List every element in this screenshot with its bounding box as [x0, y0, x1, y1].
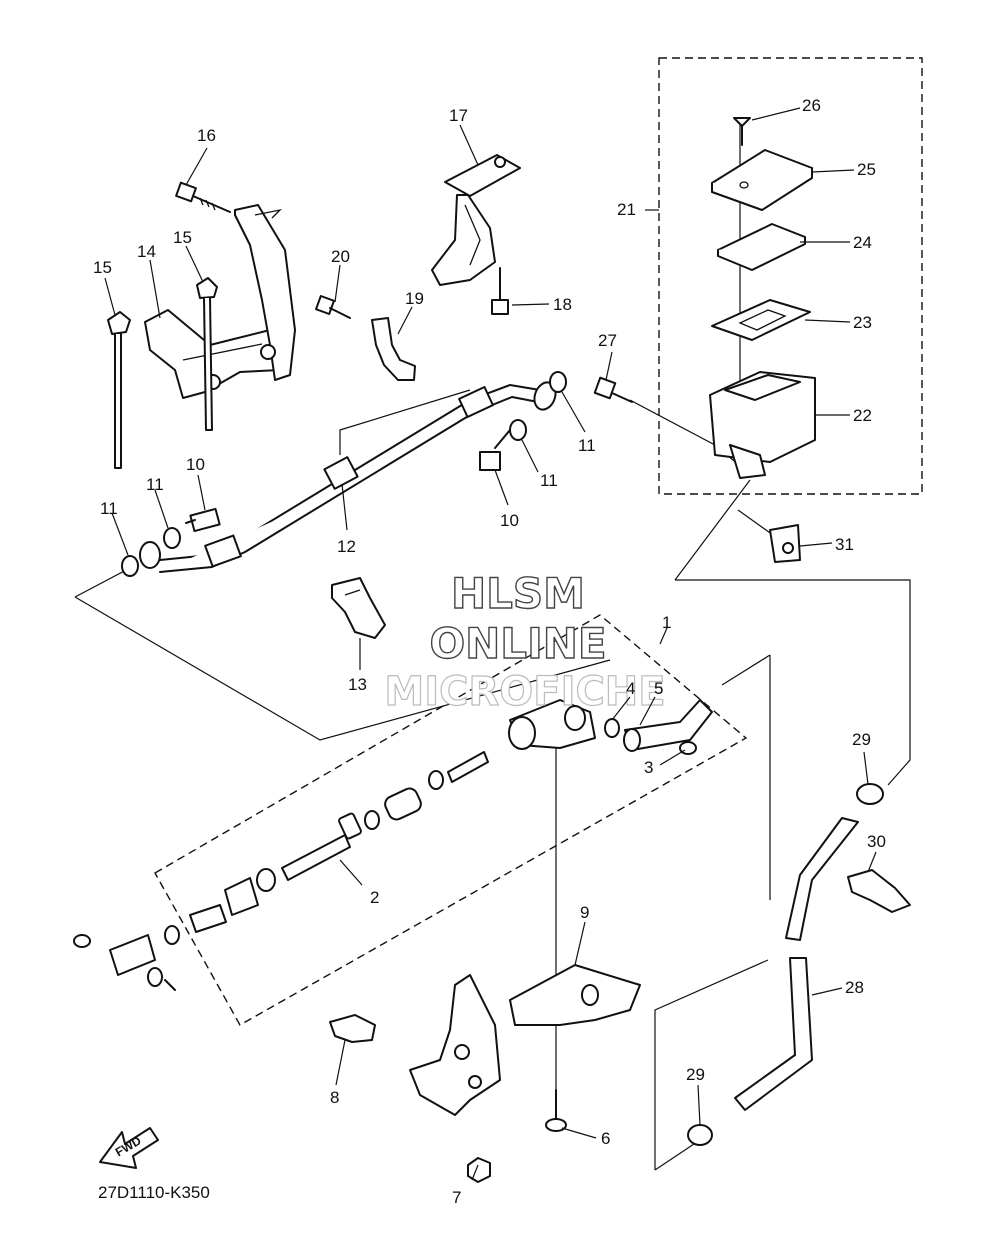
- callout-23: 23: [853, 313, 872, 332]
- brake-hose: [139, 381, 557, 573]
- union-bolts-10: [185, 429, 511, 533]
- callout-15a: 15: [93, 258, 112, 277]
- bolt-6: [545, 1089, 567, 1132]
- clevis: [73, 925, 180, 991]
- callout-6: 6: [601, 1129, 610, 1148]
- holder-13: [331, 577, 386, 639]
- callout-8: 8: [330, 1088, 339, 1107]
- callout-17: 17: [449, 106, 468, 125]
- diagram-code: 27D1110-K350: [98, 1183, 210, 1202]
- callout-20: 20: [331, 247, 350, 266]
- grommet-12: [323, 456, 359, 490]
- callout-11b: 11: [146, 475, 164, 494]
- watermark-line2: ONLINE: [429, 619, 606, 668]
- callout-25: 25: [857, 160, 876, 179]
- callout-27: 27: [598, 331, 617, 350]
- clamp-29b: [687, 1124, 713, 1146]
- callout-26: 26: [802, 96, 821, 115]
- reservoir-22: [709, 371, 816, 479]
- bracket-assembly: [144, 204, 296, 399]
- cable-tie-15a: [107, 311, 131, 469]
- callout-22: 22: [853, 406, 872, 425]
- callout-31: 31: [835, 535, 854, 554]
- callout-7: 7: [452, 1188, 461, 1207]
- cap-25: [711, 149, 813, 211]
- callout-13: 13: [348, 675, 367, 694]
- clamp-19: [371, 317, 416, 381]
- o-ring-4: [604, 718, 620, 738]
- callout-10a: 10: [186, 455, 205, 474]
- callout-21: 21: [617, 200, 636, 219]
- screw-26: [733, 117, 751, 146]
- washers-11: [121, 371, 567, 577]
- callout-11d: 11: [578, 436, 596, 455]
- callout-16: 16: [197, 126, 216, 145]
- callout-19: 19: [405, 289, 424, 308]
- callout-24: 24: [853, 233, 872, 252]
- nut-7: [467, 1157, 491, 1183]
- callout-29b: 29: [686, 1065, 705, 1084]
- watermark-line3: MICROFICHE: [384, 669, 665, 715]
- callout-5: 5: [654, 679, 663, 698]
- callout-9: 9: [580, 903, 589, 922]
- callout-3: 3: [644, 758, 653, 777]
- callout-leaders: [104, 107, 877, 1181]
- bolt-20: [315, 295, 351, 319]
- callout-30: 30: [867, 832, 886, 851]
- piston-kit-2: [189, 751, 489, 933]
- callout-12: 12: [337, 537, 356, 556]
- callout-14: 14: [137, 242, 156, 261]
- bolt-27: [593, 376, 633, 403]
- callout-2: 2: [370, 888, 379, 907]
- bolt-18: [491, 267, 509, 315]
- callout-1: 1: [662, 613, 671, 632]
- bolt-16: [175, 181, 231, 213]
- reservoir-group-box: [658, 57, 923, 495]
- hose-joint-5: [623, 699, 713, 752]
- diaphragm-23: [711, 299, 811, 341]
- callout-4: 4: [626, 679, 635, 698]
- watermark-line1: HLSM: [451, 569, 585, 618]
- master-cylinder-group-box: [154, 614, 748, 1026]
- callout-18: 18: [553, 295, 572, 314]
- callout-29a: 29: [852, 730, 871, 749]
- clamp-29a: [856, 783, 884, 805]
- clip-31: [769, 524, 801, 563]
- plate-24: [717, 223, 806, 271]
- callouts: 1 2 3 4 5 6 7 8 9 10 10 11 11 11 11 12 1…: [93, 96, 886, 1207]
- bracket-17: [431, 154, 521, 286]
- callout-15b: 15: [173, 228, 192, 247]
- clip-8: [329, 1014, 376, 1043]
- master-cylinder-body: [508, 699, 596, 750]
- cable-tie-15b: [196, 277, 218, 431]
- callout-28: 28: [845, 978, 864, 997]
- bracket-9: [409, 964, 641, 1116]
- callout-11a: 11: [100, 499, 118, 518]
- callout-10b: 10: [500, 511, 519, 530]
- fwd-arrow-icon: FWD: [99, 1127, 159, 1169]
- callout-11c: 11: [540, 471, 558, 490]
- reservoir-hose-28: [734, 817, 859, 1111]
- bracket-30: [847, 869, 911, 913]
